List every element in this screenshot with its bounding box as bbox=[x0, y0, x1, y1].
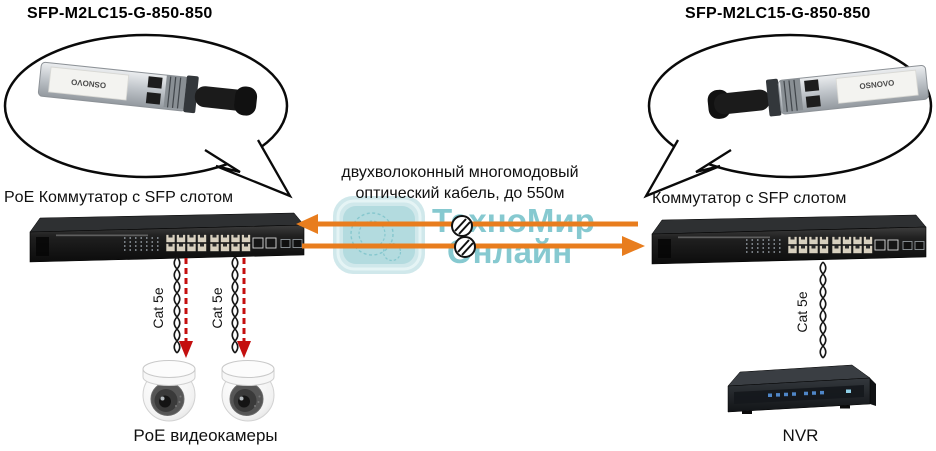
left-sfp-module: OSNOVO bbox=[37, 61, 258, 116]
fiber-coil-icon bbox=[451, 215, 476, 258]
watermark-logo bbox=[333, 196, 425, 274]
left-module-title: SFP-M2LC15-G-850-850 bbox=[27, 5, 213, 22]
twisted-pair-cable bbox=[173, 256, 181, 354]
cameras-label: PoE видеокамеры bbox=[133, 426, 278, 445]
left-switch bbox=[30, 213, 304, 262]
cat5e-label-left-1: Cat 5e bbox=[150, 287, 166, 328]
twisted-pair-cable bbox=[231, 256, 239, 354]
left-sfp-bubble: OSNOVO bbox=[3, 33, 293, 199]
right-sfp-bubble: OSNOVO bbox=[643, 33, 933, 199]
right-sfp-module: OSNOVO bbox=[707, 64, 929, 119]
fiber-caption-line2: оптический кабель, до 550м bbox=[355, 185, 565, 202]
right-module-brand: OSNOVO bbox=[859, 78, 895, 91]
nvr-device bbox=[727, 364, 876, 414]
fiber-caption: двухволоконный многомодовый оптический к… bbox=[292, 162, 628, 204]
dome-camera-1 bbox=[142, 360, 196, 422]
fiber-arrow-left bbox=[296, 214, 638, 234]
cat5e-label-left-2: Cat 5e bbox=[209, 287, 225, 328]
fiber-caption-line1: двухволоконный многомодовый bbox=[341, 164, 579, 181]
cat5e-label-right: Cat 5e bbox=[794, 291, 810, 332]
right-module-title: SFP-M2LC15-G-850-850 bbox=[685, 5, 871, 22]
dome-camera-2 bbox=[221, 360, 275, 422]
left-switch-label: PoE Коммутатор с SFP слотом bbox=[4, 189, 233, 206]
right-switch-label: Коммутатор с SFP слотом bbox=[652, 190, 847, 207]
nvr-label: NVR bbox=[782, 426, 819, 445]
right-switch bbox=[652, 215, 926, 264]
utp-arrow bbox=[179, 258, 193, 358]
left-module-brand: OSNOVO bbox=[71, 77, 107, 90]
utp-arrow bbox=[237, 258, 251, 358]
twisted-pair-cable bbox=[819, 261, 827, 359]
